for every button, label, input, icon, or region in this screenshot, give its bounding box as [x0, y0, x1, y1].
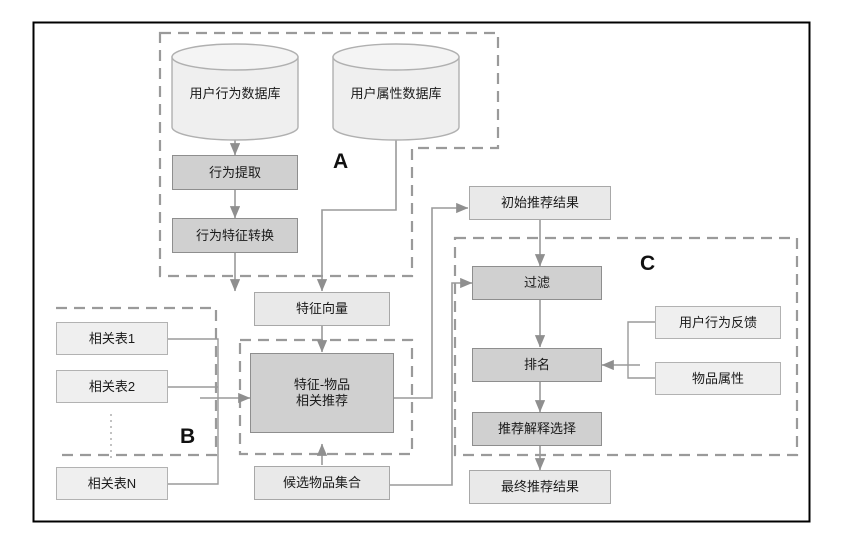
section-label-a: A — [333, 150, 349, 173]
node-behavior-feature-transform[interactable]: 行为特征转换 — [172, 218, 298, 253]
ellipsis-vertical-icon — [110, 414, 112, 462]
node-behavior-extraction[interactable]: 行为提取 — [172, 155, 298, 190]
node-related-table-1[interactable]: 相关表1 — [56, 322, 168, 355]
section-label-b: B — [180, 425, 196, 448]
node-initial-result[interactable]: 初始推荐结果 — [469, 186, 611, 220]
node-related-table-n[interactable]: 相关表N — [56, 467, 168, 500]
node-feature-item-recommend-line2: 相关推荐 — [295, 393, 348, 408]
node-filter[interactable]: 过滤 — [472, 266, 602, 300]
user-attribute-db-label: 用户属性数据库 — [350, 86, 442, 101]
node-feature-vector[interactable]: 特征向量 — [254, 292, 390, 326]
user-behavior-db-label: 用户行为数据库 — [189, 86, 281, 101]
section-label-c: C — [640, 252, 656, 275]
node-item-attribute[interactable]: 物品属性 — [655, 362, 781, 395]
node-related-table-2[interactable]: 相关表2 — [56, 370, 168, 403]
node-explanation-select[interactable]: 推荐解释选择 — [472, 412, 602, 446]
node-candidate-item-set[interactable]: 候选物品集合 — [254, 466, 390, 500]
node-ranking[interactable]: 排名 — [472, 348, 602, 382]
node-feature-item-recommend[interactable]: 特征-物品 相关推荐 — [250, 353, 394, 433]
node-user-behavior-feedback[interactable]: 用户行为反馈 — [655, 306, 781, 339]
node-feature-item-recommend-line1: 特征-物品 — [293, 377, 351, 393]
node-final-result[interactable]: 最终推荐结果 — [469, 470, 611, 504]
